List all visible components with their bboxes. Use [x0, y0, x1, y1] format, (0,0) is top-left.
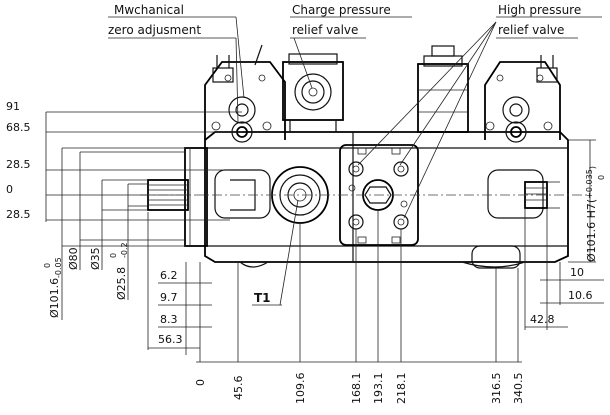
bottom-length-dimensions: 0 45.6 109.6 168.1 193.1 218.1 316.5 340… — [194, 210, 525, 404]
dim-6-2: 6.2 — [160, 269, 178, 282]
dim-d101-6-h7-tol-dn: 0 — [597, 175, 606, 180]
dim-bottom-109-6: 109.6 — [294, 373, 307, 405]
pump-housing — [184, 131, 569, 269]
callout-charge-line1: Charge pressure — [292, 3, 391, 17]
dim-d25-8-tol-up: 0 — [109, 253, 118, 258]
right-control-housing — [484, 55, 561, 143]
dim-d101-6: Ø101.6 — [48, 278, 61, 318]
dim-56-3: 56.3 — [158, 333, 183, 346]
callout-high-line1: High pressure — [498, 3, 581, 17]
dim-bottom-45-6: 45.6 — [232, 376, 245, 401]
right-shaft-spline — [487, 169, 548, 219]
dim-bottom-218-1: 218.1 — [395, 373, 408, 405]
dim-d25-8: Ø25.8 — [115, 267, 128, 300]
left-offset-dimensions: 6.2 9.7 8.3 56.3 — [147, 212, 212, 362]
dim-d101-6-h7: Ø101.6 H7(+0.035) — [585, 166, 598, 262]
dim-10-6: 10.6 — [568, 289, 593, 302]
right-dimensions: Ø101.6 H7(+0.035) 0 10 10.6 42.8 — [524, 139, 606, 330]
dim-68-5: 68.5 — [6, 121, 31, 134]
left-control-housing — [204, 44, 286, 143]
dim-28-5-bottom: 28.5 — [6, 208, 31, 221]
callout-high-pressure-relief-valve: High pressure relief valve — [357, 3, 602, 219]
top-valve-block — [417, 45, 469, 133]
dim-bottom-0: 0 — [194, 379, 207, 386]
dim-bottom-340-5: 340.5 — [512, 373, 525, 405]
callout-mechanical-zero-adjustment: Mwchanical zero adjusment — [108, 3, 245, 123]
charge-pressure-relief-valve — [282, 53, 344, 132]
dim-8-3: 8.3 — [160, 313, 178, 326]
dim-d101-6-tol-dn: -0.05 — [54, 257, 63, 278]
left-diameter-dimensions: Ø101.6 0 -0.05 Ø80 Ø35 Ø25.8 0 -0.2 — [43, 147, 186, 320]
dim-d25-8-tol-dn: -0.2 — [120, 242, 129, 258]
callout-charge-pressure-relief-valve: Charge pressure relief valve — [290, 3, 412, 89]
callout-port-t1: T1 — [252, 199, 299, 306]
dim-d80: Ø80 — [67, 247, 80, 270]
callout-high-line2: relief valve — [498, 23, 564, 37]
callout-t1-label: T1 — [254, 291, 271, 305]
callout-mechanical-line1: Mwchanical — [114, 3, 184, 17]
dim-bottom-193-1: 193.1 — [372, 373, 385, 405]
dim-42-8: 42.8 — [530, 313, 555, 326]
dim-bottom-316-5: 316.5 — [490, 373, 503, 405]
dim-9-7: 9.7 — [160, 291, 178, 304]
dim-d101-6-tol-up: 0 — [43, 263, 52, 268]
callout-mechanical-line2: zero adjusment — [108, 23, 201, 37]
callout-charge-line2: relief valve — [292, 23, 358, 37]
dim-bottom-168-1: 168.1 — [350, 373, 363, 405]
left-height-dimensions: 91 68.5 28.5 0 28.5 — [6, 100, 242, 222]
dim-d35: Ø35 — [89, 247, 102, 270]
dim-91: 91 — [6, 100, 20, 113]
dim-10: 10 — [570, 266, 584, 279]
dim-28-5-top: 28.5 — [6, 158, 31, 171]
left-shaft — [147, 169, 271, 219]
dim-0: 0 — [6, 183, 13, 196]
